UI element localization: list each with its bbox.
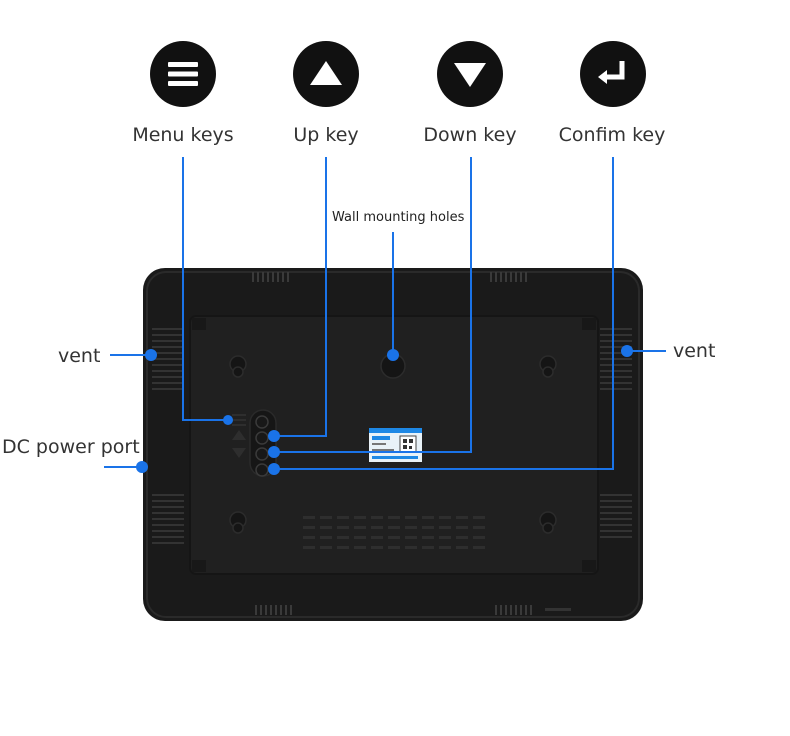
callout-lines: [104, 157, 666, 470]
down-key-label: Down key: [423, 124, 517, 146]
right-vents: [600, 328, 632, 538]
up-triangle-icon: [293, 41, 359, 107]
wall-mounting-holes-label: Wall mounting holes: [332, 210, 465, 225]
embossed-key-icons: [232, 414, 246, 458]
bottom-vents: [255, 605, 571, 615]
confirm-key-label: Confim key: [558, 124, 666, 146]
left-vents: [152, 328, 184, 544]
vent-left-label: vent: [58, 345, 101, 367]
down-triangle-icon: [437, 41, 503, 107]
panel-keys: [255, 415, 269, 477]
enter-return-icon: [580, 41, 646, 107]
menu-icon: [150, 41, 216, 107]
center-vent-grid: [303, 516, 485, 549]
wall-mount-holes: [229, 353, 557, 534]
menu-keys-label: Menu keys: [132, 124, 234, 146]
vent-right-label: vent: [673, 340, 716, 362]
up-key-label: Up key: [293, 124, 359, 146]
dc-power-port-label: DC power port: [2, 436, 140, 458]
product-sticker: [369, 428, 422, 462]
callout-dots: [136, 345, 633, 475]
top-vents: [252, 272, 527, 282]
